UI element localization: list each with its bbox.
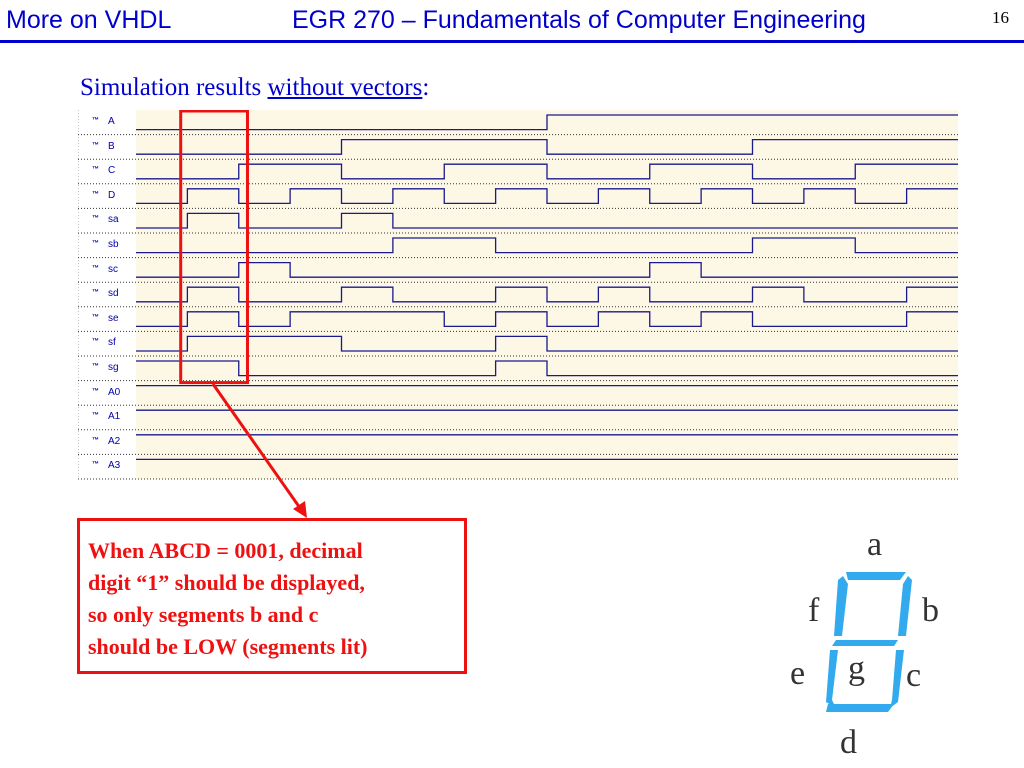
segment-label-c: c	[906, 657, 922, 694]
page-number: 16	[992, 8, 1009, 27]
callout-line: should be LOW (segments lit)	[88, 634, 368, 659]
callout-box: When ABCD = 0001, decimal digit “1” shou…	[77, 518, 467, 674]
signal-type-icon: ™	[92, 240, 99, 247]
signal-name: A3	[108, 460, 121, 472]
signal-type-icon: ™	[92, 461, 99, 469]
subtitle-suffix: :	[422, 74, 430, 101]
segment-label-a: a	[867, 526, 883, 563]
callout-line: digit “1” should be displayed,	[88, 570, 365, 595]
signal-name: A0	[108, 386, 121, 398]
signal-type-icon: ™	[92, 338, 99, 346]
signal-name: se	[108, 312, 119, 324]
signal-label: ™ sb	[78, 233, 134, 257]
signal-trace	[136, 212, 958, 229]
signal-trace	[136, 286, 958, 303]
signal-label: ™ sd	[78, 282, 134, 306]
subtitle-prefix: Simulation results	[80, 74, 268, 101]
header-course-title: EGR 270 – Fundamentals of Computer Engin…	[292, 6, 866, 34]
signal-type-icon: ™	[92, 264, 99, 272]
signal-trace	[136, 138, 958, 155]
segment-label-f: f	[808, 592, 820, 629]
signal-type-icon: ™	[92, 215, 99, 223]
segment-c	[890, 650, 904, 708]
signal-type-icon: ™	[92, 363, 99, 370]
header-rule	[0, 40, 1024, 43]
signal-trace	[136, 163, 958, 180]
signal-name: sa	[108, 214, 119, 226]
signal-type-icon: ™	[92, 436, 99, 444]
signal-label: ™ sf	[78, 331, 134, 355]
slide-subtitle: Simulation results without vectors:	[80, 74, 429, 102]
header-left-title: More on VHDL	[6, 6, 172, 34]
segment-f	[834, 576, 848, 636]
callout-line: so only segments b and c	[88, 602, 319, 627]
signal-trace	[136, 188, 958, 205]
subtitle-underlined: without vectors	[267, 74, 423, 101]
signal-trace	[136, 311, 958, 328]
signal-name: D	[108, 189, 116, 201]
segment-label-d: d	[840, 724, 857, 761]
waveform-svg	[78, 110, 958, 480]
segment-label-b: b	[922, 592, 939, 629]
signal-trace	[136, 114, 958, 131]
signal-name: sf	[108, 337, 116, 349]
signal-trace	[136, 335, 958, 352]
signal-type-icon: ™	[92, 412, 99, 420]
segment-label-g: g	[848, 650, 865, 687]
signal-name: A1	[108, 411, 121, 423]
signal-label: ™ se	[78, 307, 134, 331]
highlight-box	[179, 110, 249, 385]
signal-name: B	[108, 140, 115, 152]
signal-label: ™ A2	[78, 430, 134, 454]
arrow-head	[293, 501, 307, 518]
slide-header: More on VHDL EGR 270 – Fundamentals of C…	[0, 0, 1024, 46]
signal-name: A2	[108, 435, 121, 447]
segment-b	[898, 576, 912, 636]
callout-line: When ABCD = 0001, decimal	[88, 538, 363, 563]
signal-name: sd	[108, 288, 119, 300]
signal-label: ™ sc	[78, 258, 134, 282]
signal-type-icon: ™	[92, 166, 99, 174]
seven-segment-shapes	[826, 572, 912, 712]
signal-label: ™ A3	[78, 454, 134, 478]
signal-type-icon: ™	[92, 141, 99, 149]
signal-type-icon: ™	[92, 289, 99, 297]
signal-name: sc	[108, 263, 118, 275]
signal-trace	[136, 261, 958, 278]
segment-a	[846, 572, 906, 580]
signal-type-icon: ™	[92, 190, 99, 198]
signal-label: ™ A0	[78, 381, 134, 405]
signal-name: C	[108, 165, 116, 177]
callout-text: When ABCD = 0001, decimal digit “1” shou…	[88, 535, 458, 663]
signal-type-icon: ™	[92, 387, 99, 395]
signal-label: ™ sa	[78, 208, 134, 232]
signal-name: sg	[108, 362, 119, 373]
signal-type-icon: ™	[92, 117, 99, 124]
segment-label-e: e	[790, 655, 806, 692]
segment-e	[826, 650, 838, 708]
signal-label: ™ A1	[78, 405, 134, 429]
signal-label: ™ sg	[78, 356, 134, 380]
signal-name: sb	[108, 239, 119, 250]
segment-d	[826, 704, 894, 712]
segment-g	[832, 640, 898, 646]
signal-trace	[136, 237, 958, 254]
signal-type-icon: ™	[92, 313, 99, 321]
signal-name: A	[108, 116, 115, 127]
